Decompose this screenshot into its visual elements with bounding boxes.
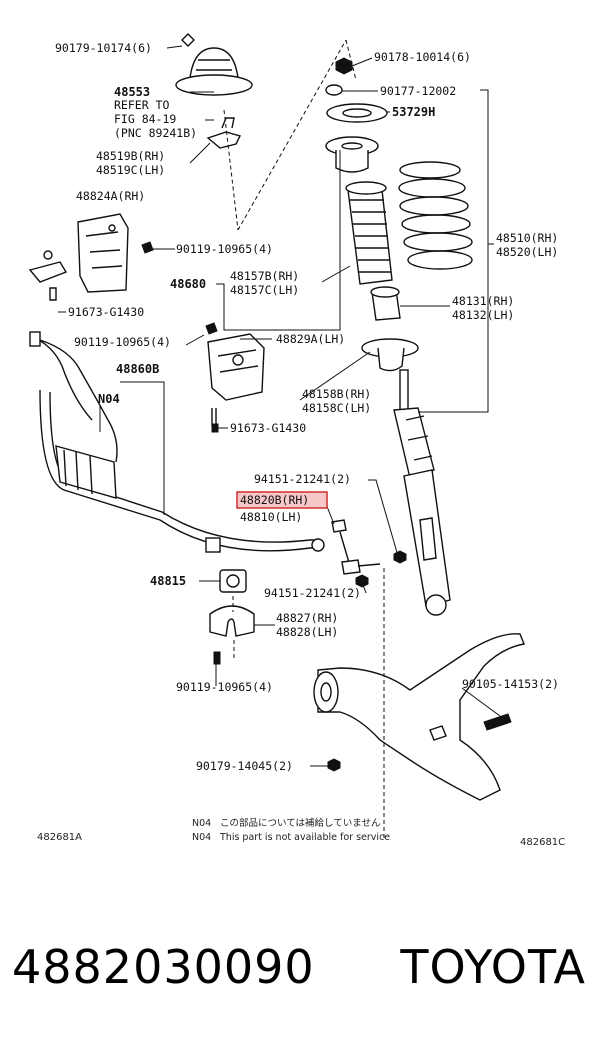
- footer: 4882030090 TOYOTA: [0, 940, 600, 1010]
- label-48828[interactable]: 48828(LH): [276, 625, 338, 639]
- label-48131[interactable]: 48131(RH): [452, 294, 514, 308]
- washer-90177: [325, 84, 343, 96]
- label-90105-14153[interactable]: 90105-14153(2): [462, 677, 559, 691]
- label-48824a[interactable]: 48824A(RH): [76, 189, 145, 203]
- label-48860b[interactable]: 48860B: [116, 362, 159, 376]
- note-en-text: This part is not available for service: [219, 832, 390, 843]
- label-n04: N04: [98, 392, 120, 406]
- label-48510[interactable]: 48510(RH): [496, 231, 558, 245]
- bolt-90105: [483, 713, 512, 731]
- stabilizer-bar-48860b: [29, 331, 325, 553]
- label-90119-10965-c[interactable]: 90119-10965(4): [176, 680, 273, 694]
- brand-name: TOYOTA: [400, 940, 586, 994]
- label-48157b[interactable]: 48157B(RH): [230, 269, 299, 283]
- coil-spring-48510: [398, 161, 473, 270]
- label-94151-21241-b[interactable]: 94151-21241(2): [264, 586, 361, 600]
- label-pnc: (PNC 89241B): [114, 126, 197, 140]
- nut-90178: [335, 57, 353, 75]
- label-48827[interactable]: 48827(RH): [276, 611, 338, 625]
- label-90119-10965-b[interactable]: 90119-10965(4): [74, 335, 171, 349]
- bolt-90119-b: [205, 322, 218, 335]
- nut-94151-a: [393, 550, 407, 564]
- label-48519c[interactable]: 48519C(LH): [96, 163, 165, 177]
- label-91673-g1430-b[interactable]: 91673-G1430: [230, 421, 306, 435]
- label-48132[interactable]: 48132(LH): [452, 308, 514, 322]
- nut-94151-b: [355, 574, 369, 588]
- part-number: 4882030090: [12, 940, 315, 994]
- bumper-48131: [370, 286, 401, 321]
- highlight-48820b: [236, 491, 328, 509]
- bolt-90119-a: [141, 241, 154, 254]
- stabilizer-link-48820b: [331, 519, 381, 575]
- label-48519b[interactable]: 48519B(RH): [96, 149, 165, 163]
- spring-seat-48158: [361, 338, 419, 372]
- bracket-48824a: [28, 213, 129, 301]
- label-48680[interactable]: 48680: [170, 277, 206, 291]
- dashed-guides: [223, 39, 385, 840]
- label-48829a[interactable]: 48829A(LH): [276, 332, 345, 346]
- shock-absorber: [393, 369, 451, 616]
- bracket-48827: [209, 605, 255, 637]
- upper-support: [325, 136, 379, 173]
- label-48158c[interactable]: 48158C(LH): [302, 401, 371, 415]
- label-91673-g1430-a[interactable]: 91673-G1430: [68, 305, 144, 319]
- lower-control-arm: [313, 633, 525, 801]
- note-jp-text: この部品については補給していません: [220, 817, 380, 829]
- note-jp-code: N04: [192, 818, 211, 829]
- label-53729h[interactable]: 53729H: [392, 105, 435, 119]
- label-48815[interactable]: 48815: [150, 574, 186, 588]
- label-fig: FIG 84-19: [114, 112, 176, 126]
- bracket-48829a: [207, 333, 265, 426]
- label-90119-10965-a[interactable]: 90119-10965(4): [176, 242, 273, 256]
- label-refer-to: REFER TO: [114, 98, 169, 112]
- label-90179-14045[interactable]: 90179-14045(2): [196, 759, 293, 773]
- nut-90179-b: [327, 758, 341, 772]
- label-48820b[interactable]: 48820B(RH): [240, 493, 309, 507]
- label-48810[interactable]: 48810(LH): [240, 510, 302, 524]
- ref-right: 482681C: [520, 837, 565, 848]
- leader-lines: [58, 45, 501, 767]
- label-90177-12002[interactable]: 90177-12002: [380, 84, 456, 98]
- label-48157c[interactable]: 48157C(LH): [230, 283, 299, 297]
- support-53729h: [326, 103, 388, 123]
- label-90179-10174[interactable]: 90179-10174(6): [55, 41, 152, 55]
- label-90178-10014[interactable]: 90178-10014(6): [374, 50, 471, 64]
- note-en-code: N04: [192, 832, 211, 843]
- ref-left: 482681A: [37, 832, 82, 843]
- label-48158b[interactable]: 48158B(RH): [302, 387, 371, 401]
- label-48553[interactable]: 48553: [114, 85, 150, 99]
- parts-diagram: 90179-10174(6) 48553 REFER TO FIG 84-19 …: [28, 33, 565, 848]
- mount-cap-48553: [175, 33, 253, 96]
- label-94151-21241-a[interactable]: 94151-21241(2): [254, 472, 351, 486]
- bolt-91673-b: [211, 423, 219, 433]
- bracket-48519: [206, 117, 242, 149]
- bushing-48815: [219, 569, 247, 593]
- bump-boot-48157: [345, 181, 393, 285]
- bolt-90119-c: [213, 651, 221, 665]
- label-48520[interactable]: 48520(LH): [496, 245, 558, 259]
